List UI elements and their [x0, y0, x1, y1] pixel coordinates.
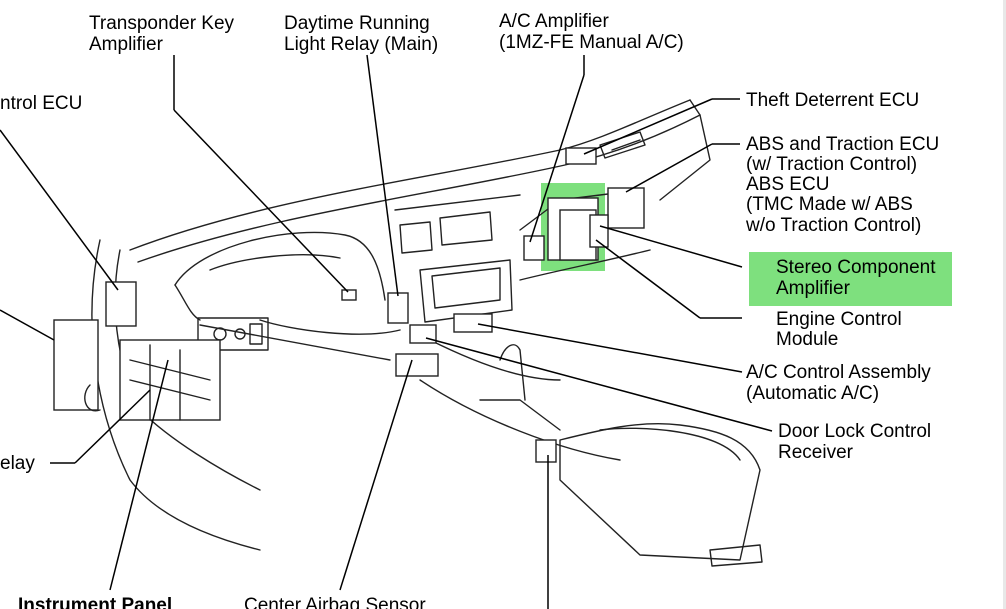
dashboard-drawing — [91, 99, 763, 567]
drl-label: Daytime Running Light Relay (Main) — [284, 13, 438, 55]
center-airbag-sensor — [395, 353, 439, 377]
abs-ecu — [607, 187, 645, 229]
instrument-panel-label: Instrument Panel — [18, 595, 172, 609]
relay-block — [53, 319, 99, 411]
engine-control-label: Engine Control Module — [776, 309, 907, 350]
junction-block — [119, 339, 221, 421]
component-boxes — [53, 147, 645, 463]
center-airbag-label: Center Airbag Sensor — [244, 595, 426, 609]
leader-lines — [0, 54, 773, 609]
engine-control-module — [453, 313, 493, 333]
stereo-amplifier-label: Stereo Component Amplifier — [776, 257, 941, 299]
drl-relay — [387, 292, 409, 324]
labels: Transponder Key Amplifier Daytime Runnin… — [0, 11, 945, 609]
abs-ecu-label: ABS and Traction ECU (w/ Traction Contro… — [745, 134, 945, 236]
stereo-amplifier-label-highlight — [749, 252, 952, 306]
ac-amplifier-small — [523, 235, 545, 261]
relay-label: elay — [0, 453, 35, 474]
ac-control-assembly-label: A/C Control Assembly (Automatic A/C) — [746, 362, 936, 404]
transponder-amp — [341, 289, 357, 301]
control-ecu-label: ntrol ECU — [0, 93, 82, 114]
transponder-label: Transponder Key Amplifier — [89, 13, 239, 55]
ac-amplifier-label: A/C Amplifier (1MZ-FE Manual A/C) — [499, 11, 684, 53]
stereo-amp-box — [589, 214, 609, 248]
right-edge-border — [1003, 0, 1006, 609]
door-lock-label: Door Lock Control Receiver — [778, 421, 936, 463]
theft-deterrent-label: Theft Deterrent ECU — [746, 90, 919, 111]
door-lock-receiver — [535, 439, 557, 463]
control-ecu-box — [105, 281, 137, 327]
